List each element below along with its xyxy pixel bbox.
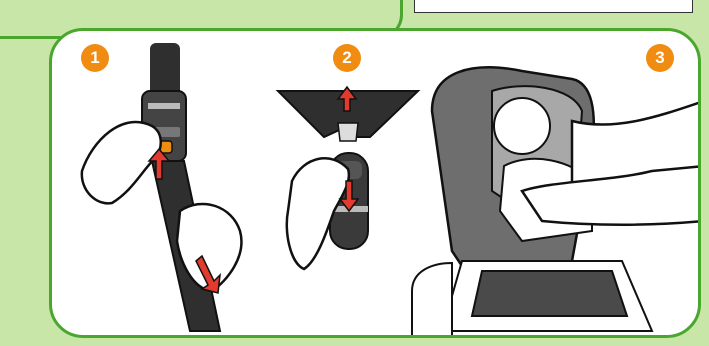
step-2-badge: 2 [333,44,361,72]
step-1-badge: 1 [81,44,109,72]
step-3-illustration [412,67,701,338]
step-1-illustration [82,43,242,331]
illustrations [52,31,701,338]
step-3-badge: 3 [646,44,674,72]
header-figure-box [414,0,693,13]
instruction-panel: 1 2 3 [49,28,701,338]
step-2-illustration [278,87,418,269]
